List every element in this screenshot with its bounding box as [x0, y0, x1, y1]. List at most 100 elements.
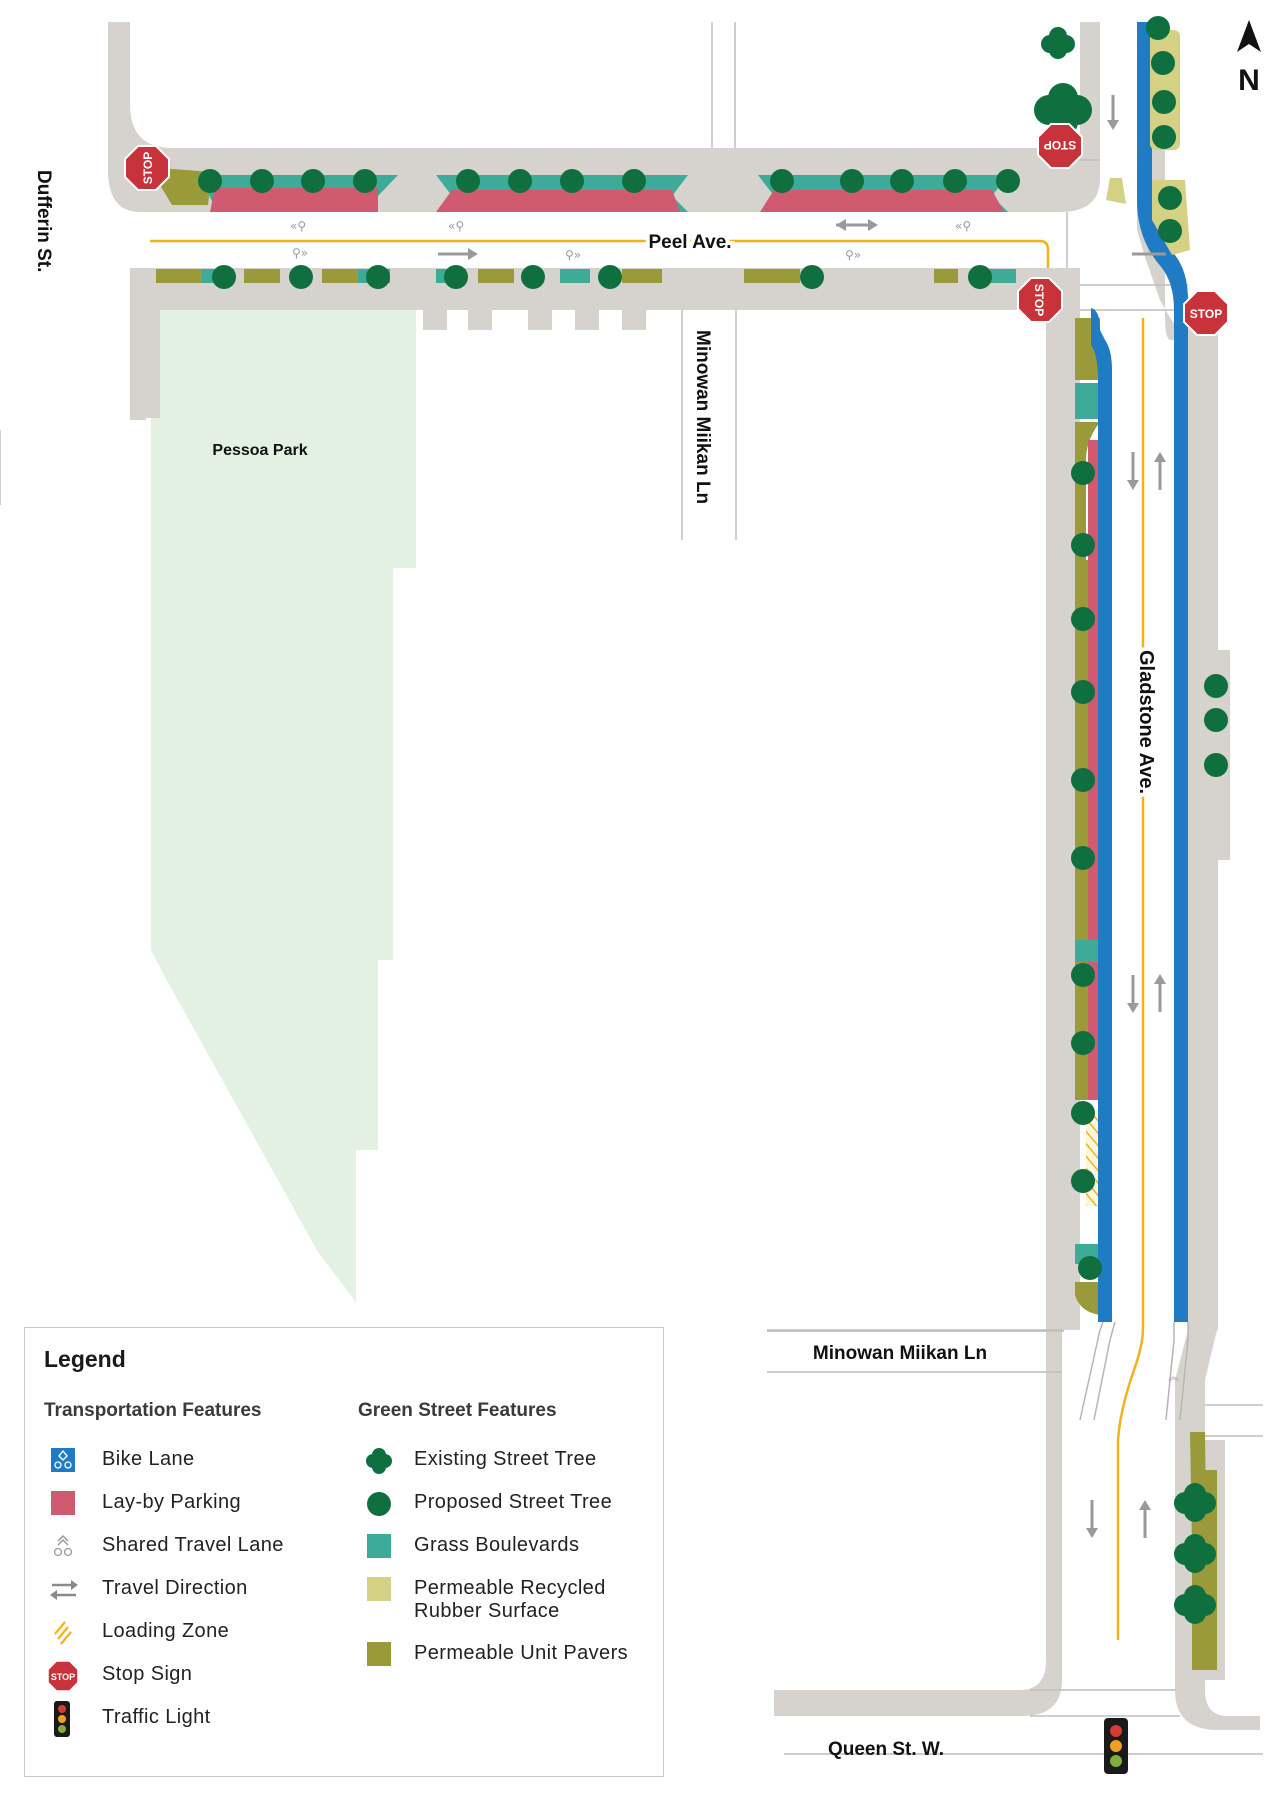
proposed-tree — [1071, 533, 1095, 557]
legend-item-proposed-tree: Proposed Street Tree — [414, 1491, 613, 1513]
existing-tree — [1174, 1585, 1216, 1624]
proposed-tree — [250, 169, 274, 193]
label-peel: Peel Ave. — [648, 232, 731, 253]
unit-pavers-icon — [367, 1642, 391, 1666]
stop-sign: STOP — [1037, 123, 1083, 169]
legend-item-recycled-rubber-line1: Permeable Recycled — [414, 1577, 606, 1599]
recycled-rubber-icon — [367, 1577, 391, 1601]
proposed-tree — [770, 169, 794, 193]
transportation-features-heading: Transportation Features — [44, 1400, 262, 1421]
svg-text:STOP: STOP — [51, 1672, 75, 1682]
shared-lane-icon — [53, 1534, 73, 1557]
proposed-tree — [622, 169, 646, 193]
proposed-tree — [1152, 125, 1176, 149]
stop-sign: STOP — [1183, 290, 1229, 336]
stop-sign: STOP — [124, 145, 170, 191]
proposed-trees — [198, 16, 1228, 1280]
layby-parking-icon — [51, 1491, 75, 1515]
svg-text:︽: ︽ — [1168, 1370, 1179, 1383]
proposed-tree — [198, 169, 222, 193]
legend-item-traffic-light: Traffic Light — [102, 1706, 211, 1728]
proposed-tree — [1071, 963, 1095, 987]
green-street-features-heading: Green Street Features — [358, 1400, 557, 1421]
existing-tree — [1174, 1483, 1216, 1522]
svg-text:N: N — [1238, 64, 1260, 97]
proposed-tree — [1071, 846, 1095, 870]
stop-sign: STOP — [1017, 277, 1063, 323]
proposed-tree — [1204, 708, 1228, 732]
proposed-tree — [1151, 51, 1175, 75]
label-dufferin: Dufferin St. — [33, 170, 54, 272]
bike-lane-icon — [51, 1448, 75, 1472]
legend: Legend Transportation Features Green Str… — [24, 1327, 664, 1777]
legend-item-unit-pavers: Permeable Unit Pavers — [414, 1642, 629, 1664]
proposed-tree — [1071, 607, 1095, 631]
legend-item-loading-zone: Loading Zone — [102, 1620, 230, 1642]
svg-text:STOP: STOP — [141, 152, 155, 184]
proposed-tree — [1071, 768, 1095, 792]
legend-item-recycled-rubber-line2: Rubber Surface — [414, 1600, 560, 1622]
existing-trees — [1034, 27, 1216, 1624]
existing-tree — [1041, 27, 1075, 59]
svg-text:⚲»: ⚲» — [292, 246, 308, 260]
label-gladstone: Gladstone Ave. — [1135, 650, 1157, 794]
proposed-tree — [508, 169, 532, 193]
bike-lanes — [1091, 22, 1188, 1322]
proposed-tree — [1158, 186, 1182, 210]
svg-text:⚲»: ⚲» — [845, 248, 861, 262]
proposed-tree — [521, 265, 545, 289]
svg-text:STOP: STOP — [1190, 307, 1222, 321]
proposed-tree — [1071, 1101, 1095, 1125]
proposed-tree — [890, 169, 914, 193]
proposed-tree — [301, 169, 325, 193]
loading-zone-icon — [54, 1621, 72, 1645]
proposed-tree — [996, 169, 1020, 193]
proposed-tree — [289, 265, 313, 289]
sidewalks — [108, 22, 1260, 1730]
legend-item-grass-boulevards: Grass Boulevards — [414, 1534, 580, 1556]
proposed-tree — [1071, 680, 1095, 704]
proposed-tree — [943, 169, 967, 193]
peel-south-features — [156, 269, 1016, 283]
svg-text:STOP: STOP — [1032, 284, 1046, 316]
legend-item-layby-parking: Lay-by Parking — [102, 1491, 241, 1513]
stop-sign-icon: STOP — [47, 1660, 79, 1692]
proposed-tree — [968, 265, 992, 289]
proposed-tree — [1158, 219, 1182, 243]
grass-boulevard-icon — [367, 1534, 391, 1558]
north-arrow: N — [1237, 20, 1261, 97]
svg-text:STOP: STOP — [1044, 138, 1076, 152]
proposed-tree — [598, 265, 622, 289]
legend-item-stop-sign: Stop Sign — [102, 1663, 193, 1685]
proposed-tree — [560, 169, 584, 193]
legend-item-bike-lane: Bike Lane — [102, 1448, 195, 1470]
gladstone-lane-lines — [1079, 318, 1189, 1640]
label-minowan-north: Minowan Miikan Ln — [692, 330, 713, 504]
proposed-tree — [1071, 1169, 1095, 1193]
proposed-tree-icon — [367, 1492, 391, 1516]
travel-direction-arrows — [438, 219, 1166, 260]
svg-text:«⚲: «⚲ — [448, 219, 464, 233]
svg-text:«⚲: «⚲ — [290, 219, 306, 233]
traffic-light-icon — [54, 1701, 70, 1737]
proposed-tree — [212, 265, 236, 289]
svg-text:«⚲: «⚲ — [955, 219, 971, 233]
proposed-tree — [840, 169, 864, 193]
pessoa-park — [151, 310, 416, 1302]
stop-signs: STOP STOP STOP STOP — [124, 123, 1229, 336]
svg-text:⚲»: ⚲» — [565, 248, 581, 262]
proposed-tree — [1152, 90, 1176, 114]
legend-item-shared-lane: Shared Travel Lane — [102, 1534, 284, 1556]
peel-centre-line — [150, 239, 1050, 268]
label-minowan-south: Minowan Miikan Ln — [813, 1343, 987, 1364]
proposed-tree — [353, 169, 377, 193]
proposed-tree — [1078, 1256, 1102, 1280]
existing-tree-icon — [366, 1448, 392, 1474]
proposed-tree — [1146, 16, 1170, 40]
proposed-tree — [444, 265, 468, 289]
traffic-light — [1104, 1718, 1128, 1774]
shared-lane-markers: «⚲ «⚲ «⚲ ⚲» ⚲» ⚲» ︽ — [290, 219, 1179, 1383]
existing-tree — [1174, 1534, 1216, 1573]
proposed-tree — [1204, 674, 1228, 698]
